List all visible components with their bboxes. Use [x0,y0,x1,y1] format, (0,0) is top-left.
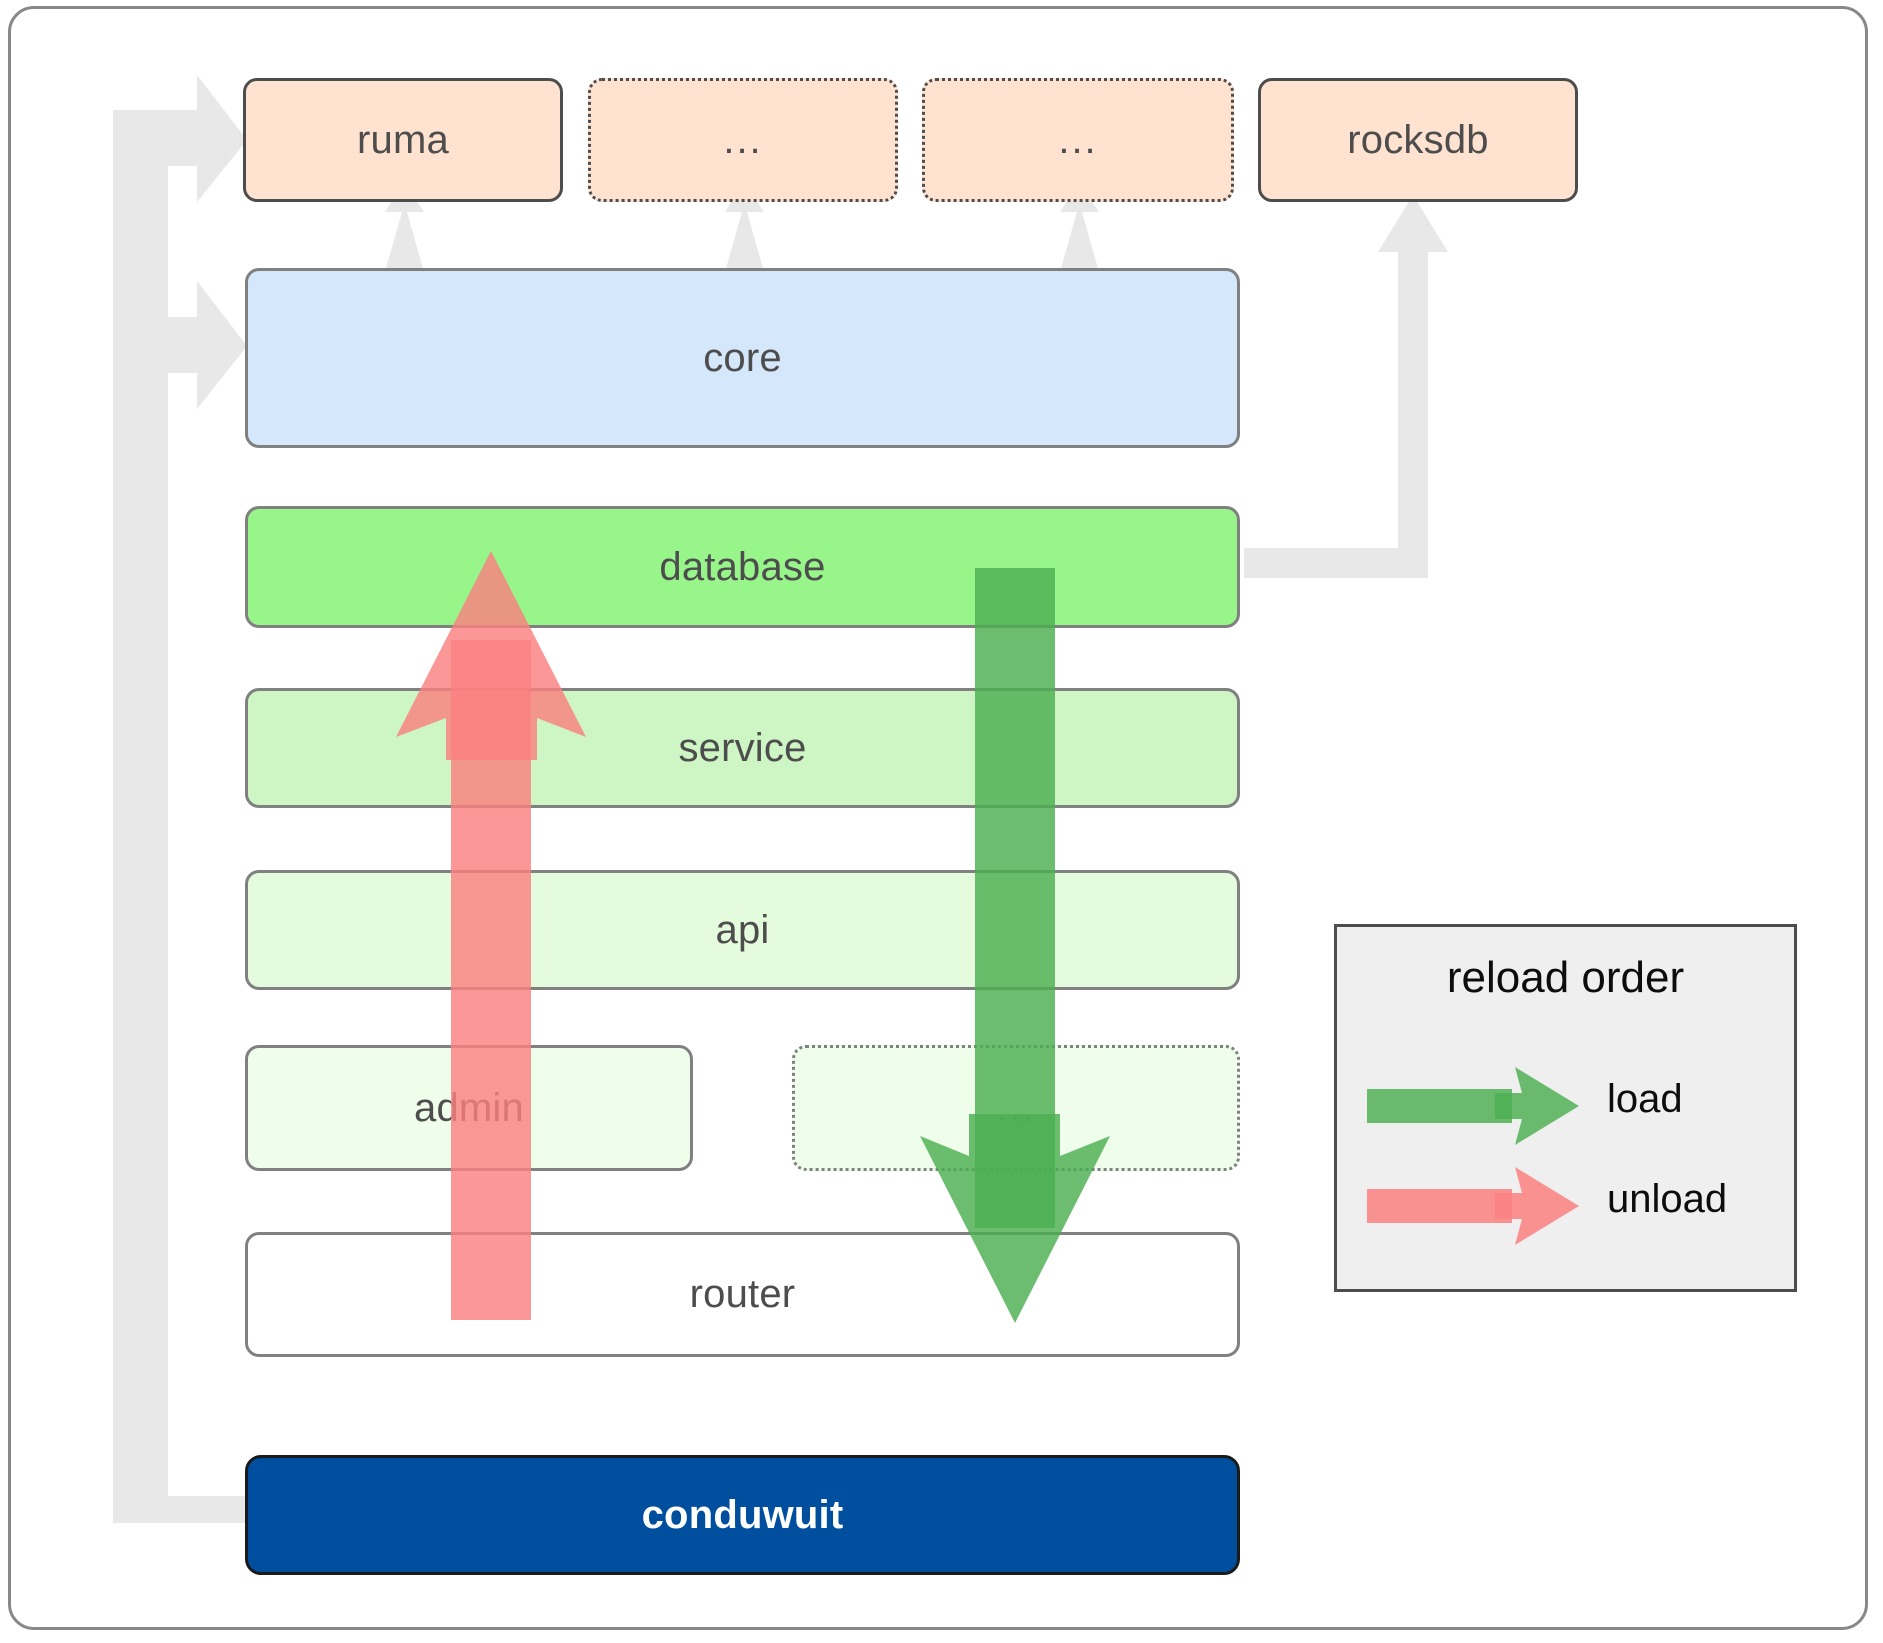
node-conduwuit[interactable]: conduwuit [245,1455,1240,1575]
diagram-outer-frame [8,6,1868,1630]
node-ruma-label: ruma [357,117,449,162]
node-rocksdb-label: rocksdb [1347,117,1489,162]
node-service-label: service [678,725,807,770]
node-more-layers-label: ... [996,1086,1036,1130]
node-rocksdb[interactable]: rocksdb [1258,78,1578,202]
node-core-label: core [703,335,782,380]
node-router-label: router [689,1272,796,1316]
node-api-label: api [715,907,770,952]
legend-row-load: load [1337,1065,1794,1145]
node-more-layers[interactable]: ... [792,1045,1240,1171]
legend-reload-order: reload order load unload [1334,924,1797,1292]
legend-row-unload: unload [1337,1165,1794,1245]
node-dep-a-label: ... [723,118,763,162]
node-core[interactable]: core [245,268,1240,448]
node-service[interactable]: service [245,688,1240,808]
node-conduwuit-label: conduwuit [641,1492,844,1537]
node-admin-label: admin [414,1085,524,1130]
node-dep-b[interactable]: ... [922,78,1234,202]
node-ruma[interactable]: ruma [243,78,563,202]
legend-title: reload order [1446,953,1685,1002]
node-database-label: database [659,544,826,589]
legend-load-label: load [1607,1077,1683,1121]
legend-load-arrow-icon [1367,1067,1579,1145]
node-dep-b-label: ... [1058,118,1098,162]
node-router[interactable]: router [245,1232,1240,1357]
node-api[interactable]: api [245,870,1240,990]
legend-unload-label: unload [1607,1177,1728,1221]
legend-unload-arrow-icon [1367,1167,1579,1245]
node-admin[interactable]: admin [245,1045,693,1171]
node-dep-a[interactable]: ... [588,78,898,202]
node-database[interactable]: database [245,506,1240,628]
